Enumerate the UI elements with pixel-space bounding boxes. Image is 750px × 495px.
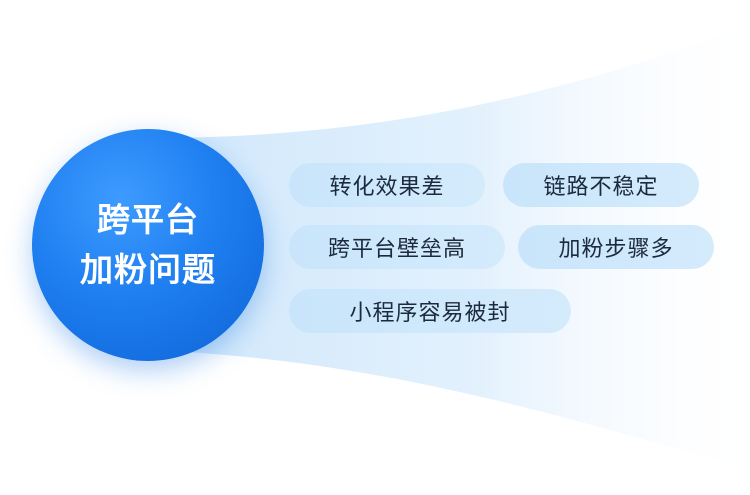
center-title-line2: 加粉问题 [80,250,216,289]
center-circle: 跨平台 加粉问题 [32,129,264,361]
issue-pill-link-stability: 链路不稳定 [503,163,699,207]
issue-pill-miniprogram-ban: 小程序容易被封 [289,289,571,333]
issue-pill-platform-barrier: 跨平台壁垒高 [289,225,505,269]
center-title-line1: 跨平台 [97,200,199,239]
issue-pill-steps: 加粉步骤多 [518,225,714,269]
issue-pill-conversion: 转化效果差 [289,163,485,207]
